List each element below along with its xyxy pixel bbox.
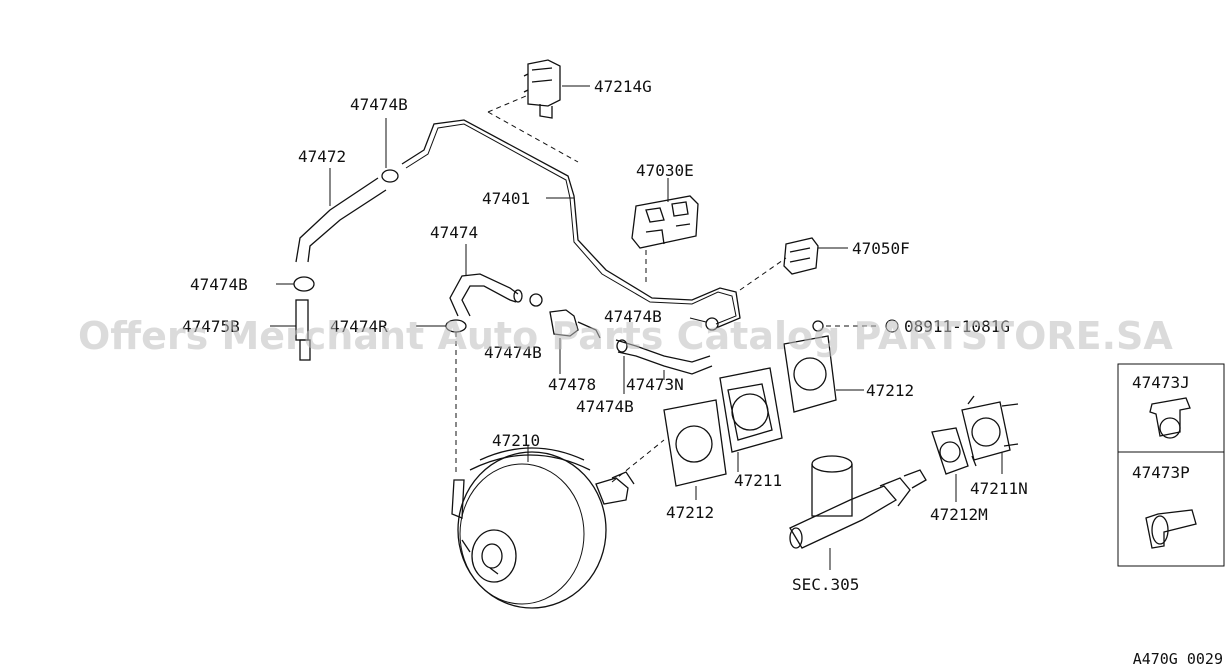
hose-clamp-47474R	[416, 319, 467, 474]
gasket-47212-low	[663, 399, 727, 500]
gasket-47212-right	[783, 335, 864, 413]
label-47212M: 47212M	[930, 505, 988, 524]
guide-line	[487, 95, 527, 113]
label-08911-1081G: 08911-1081G	[904, 317, 1010, 336]
label-47478: 47478	[548, 375, 596, 394]
hose-clamp-47474B-top	[381, 118, 399, 183]
label-47473J: 47473J	[1132, 373, 1190, 392]
hose-47473N	[615, 339, 713, 394]
hose-clamp-47474B-right	[689, 317, 719, 331]
guide-line	[487, 111, 579, 163]
hose-clamp-47474B-left	[276, 276, 315, 292]
label-47474B-right: 47474B	[604, 307, 662, 326]
grommet-47473P	[1145, 509, 1197, 549]
bracket-47050F	[739, 237, 848, 291]
label-47214G: 47214G	[594, 77, 652, 96]
label-47474B-low: 47474B	[576, 397, 634, 416]
grommet-47473J	[1149, 397, 1191, 439]
nut-08911-1081G	[812, 319, 899, 333]
label-47210: 47210	[492, 431, 540, 450]
label-SEC305: SEC.305	[792, 575, 859, 594]
label-47472: 47472	[298, 147, 346, 166]
plate-47211N	[961, 395, 1019, 474]
label-47474B-top: 47474B	[350, 95, 408, 114]
hose-47472	[295, 168, 387, 263]
plate-47211	[719, 367, 783, 472]
inset-box	[1117, 363, 1225, 567]
hose-47474	[449, 244, 523, 317]
bracket-47214G	[523, 59, 590, 119]
label-47475B: 47475B	[182, 317, 240, 336]
vacuum-pipe-47401	[401, 119, 741, 329]
label-47474B-left: 47474B	[190, 275, 248, 294]
brake-booster-47210	[451, 439, 665, 609]
label-47030E: 47030E	[636, 161, 694, 180]
label-47473N: 47473N	[626, 375, 684, 394]
label-47401: 47401	[482, 189, 530, 208]
bracket-47030E	[631, 178, 699, 284]
label-47474R: 47474R	[330, 317, 388, 336]
label-47211N: 47211N	[970, 479, 1028, 498]
check-valve-47475B	[270, 299, 311, 361]
label-47211: 47211	[734, 471, 782, 490]
label-47212-low: 47212	[666, 503, 714, 522]
label-47473P: 47473P	[1132, 463, 1190, 482]
gasket-47212M	[931, 427, 969, 502]
label-47212-right: 47212	[866, 381, 914, 400]
master-cylinder-sec305	[789, 455, 927, 570]
label-47474: 47474	[430, 223, 478, 242]
check-valve-47478	[529, 293, 601, 374]
label-47050F: 47050F	[852, 239, 910, 258]
label-47474B-mid: 47474B	[484, 343, 542, 362]
diagram-code: A470G 0029	[1132, 650, 1223, 668]
